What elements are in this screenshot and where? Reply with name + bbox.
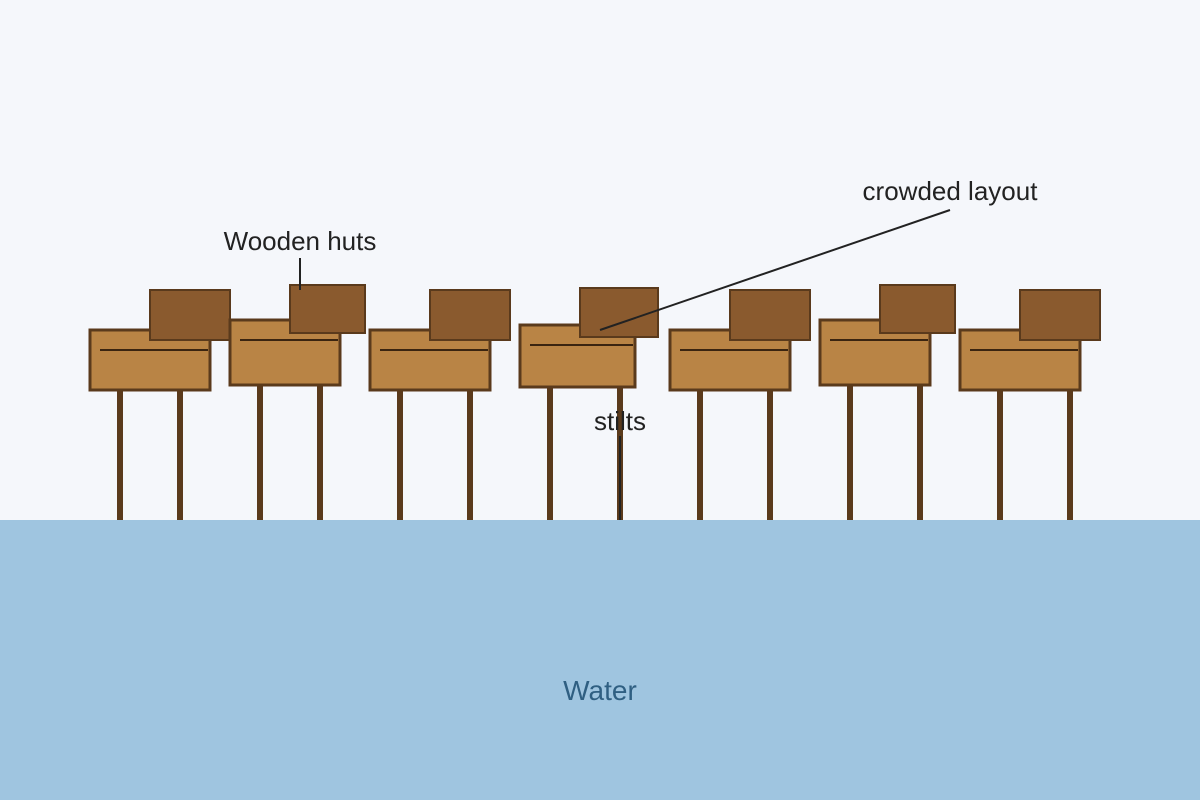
huts-group bbox=[88, 284, 1101, 520]
crowded-layout-label: crowded layout bbox=[863, 176, 1039, 206]
hut-roof bbox=[1019, 289, 1101, 341]
stilts-label: stilts bbox=[594, 406, 646, 436]
hut bbox=[668, 289, 811, 520]
hut-roof bbox=[879, 284, 956, 334]
hut bbox=[88, 289, 231, 520]
hut-roof bbox=[729, 289, 811, 341]
hut-roof bbox=[149, 289, 231, 341]
hut bbox=[518, 287, 659, 520]
hut bbox=[818, 284, 956, 520]
water-label: Water bbox=[563, 675, 637, 706]
water-body bbox=[0, 520, 1200, 800]
hut bbox=[368, 289, 511, 520]
hut bbox=[958, 289, 1101, 520]
hut-roof bbox=[289, 284, 366, 334]
crowded-layout-leader-line bbox=[599, 209, 951, 331]
hut-roof bbox=[579, 287, 659, 338]
hut bbox=[228, 284, 366, 520]
wooden-huts-label: Wooden huts bbox=[224, 226, 377, 256]
hut-roof bbox=[429, 289, 511, 341]
